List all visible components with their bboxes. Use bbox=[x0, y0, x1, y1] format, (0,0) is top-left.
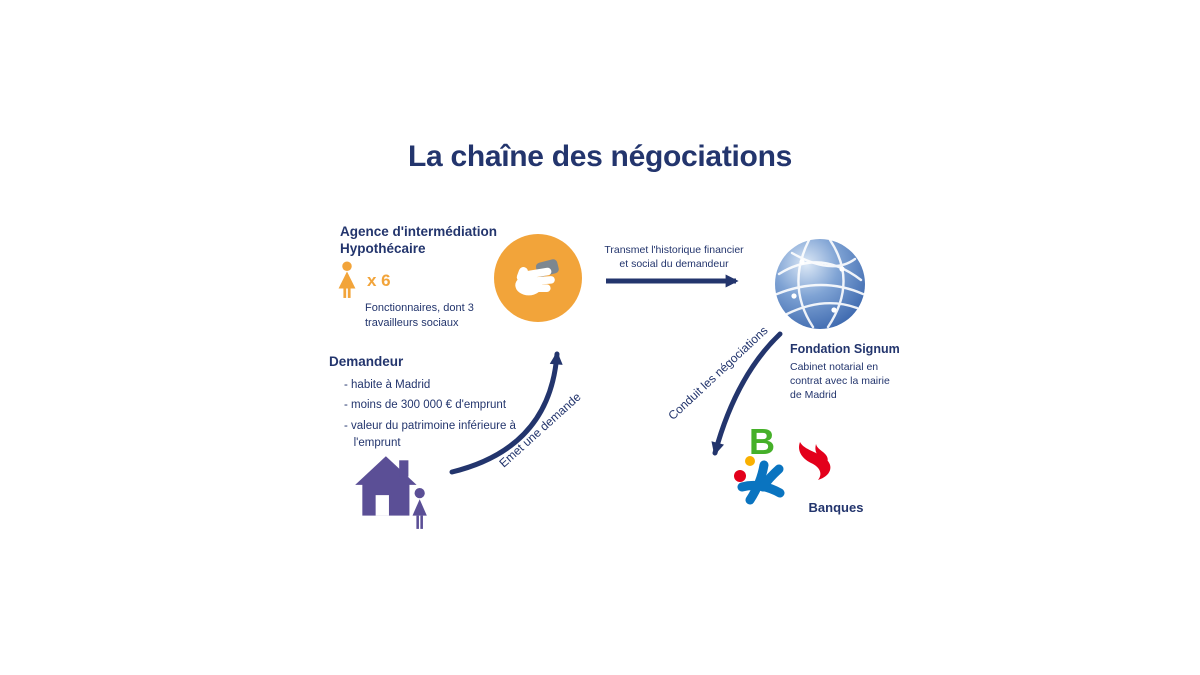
demandeur-bullet: - habite à Madrid bbox=[344, 379, 431, 391]
hand-holding-card-icon bbox=[501, 239, 575, 318]
demandeur-bullet: - valeur du patrimoine inférieure à l'em… bbox=[344, 419, 516, 449]
house-with-person-icon bbox=[348, 448, 434, 532]
intermediation-node bbox=[494, 234, 582, 322]
santander-flame-icon bbox=[786, 440, 838, 482]
conduit-arrow-label: Conduit les négociations bbox=[665, 323, 771, 423]
diagram-title: La chaîne des négociations bbox=[408, 140, 792, 173]
demandeur-bullet: - moins de 300 000 € d'emprunt bbox=[344, 399, 507, 412]
demandeur-bullet-list: - habite à Madrid - moins de 300 000 € d… bbox=[344, 377, 516, 455]
agency-description: Fonctionnaires, dont 3 travailleurs soci… bbox=[365, 302, 474, 329]
demandeur-heading: Demandeur bbox=[329, 354, 404, 369]
bankia-b-icon: B bbox=[749, 421, 775, 462]
person-icon bbox=[334, 261, 360, 299]
agency-heading: Agence d'intermédiation Hypothécaire bbox=[340, 224, 497, 256]
globe-network-icon bbox=[772, 236, 868, 332]
caixa-star-icon bbox=[733, 453, 789, 509]
fondation-heading: Fondation Signum bbox=[790, 342, 900, 356]
transmet-arrow-label: Transmet l'historique financier et socia… bbox=[604, 244, 744, 270]
fondation-description: Cabinet notarial en contrat avec la mair… bbox=[790, 361, 890, 402]
agency-count: x 6 bbox=[367, 271, 391, 290]
banques-label: Banques bbox=[808, 500, 864, 515]
